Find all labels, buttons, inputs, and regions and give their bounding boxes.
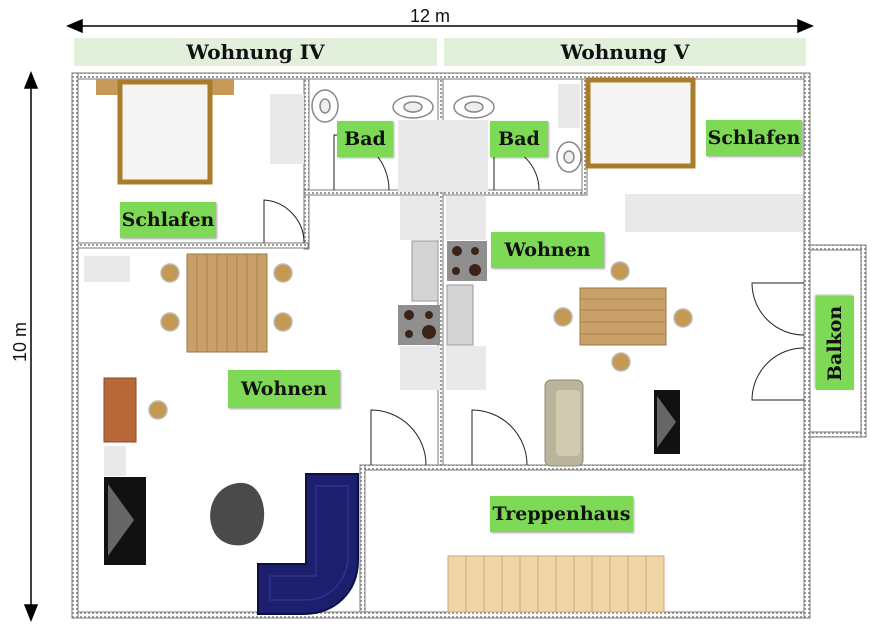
apartment-header-wohnung-v: Wohnung V — [444, 38, 806, 66]
sofa-icon — [257, 473, 359, 615]
room-label-bad-v: Bad — [490, 121, 548, 157]
armchair-icon — [210, 482, 265, 546]
doors — [263, 134, 805, 466]
sink-icon — [311, 89, 582, 173]
tv-icon — [654, 390, 680, 454]
chair-icon — [160, 263, 293, 332]
desk-icon — [103, 377, 168, 443]
room-label-wohnen-v: Wohnen — [491, 232, 604, 268]
sofa-icon — [544, 379, 584, 467]
room-label-schlafen-iv: Schlafen — [120, 202, 216, 238]
height-dimension-label: 10 m — [10, 322, 30, 363]
bed-icon — [585, 77, 696, 169]
room-label-balkon: Balkon — [816, 296, 854, 390]
room-label-treppenhaus: Treppenhaus — [490, 496, 633, 532]
bed-icon — [96, 79, 234, 185]
walls — [71, 72, 867, 619]
height-dimension-arrow — [23, 70, 39, 623]
width-dimension-arrow — [66, 18, 814, 34]
dining-table-icon — [579, 287, 667, 346]
room-label-schlafen-v: Schlafen — [706, 120, 802, 156]
stove-icon — [398, 305, 440, 345]
room-label-wohnen-iv: Wohnen — [228, 370, 340, 408]
chair-icon — [553, 261, 693, 372]
tv-icon — [104, 477, 146, 565]
room-label-bad-iv: Bad — [337, 121, 393, 157]
kitchen-counter — [411, 240, 474, 346]
width-dimension-label: 12 m — [410, 6, 451, 26]
faded-fixtures — [84, 84, 803, 476]
apartment-header-wohnung-iv: Wohnung IV — [74, 38, 437, 66]
stove-icon — [447, 241, 487, 281]
staircase-icon — [447, 555, 665, 613]
dining-table-icon — [186, 253, 268, 353]
